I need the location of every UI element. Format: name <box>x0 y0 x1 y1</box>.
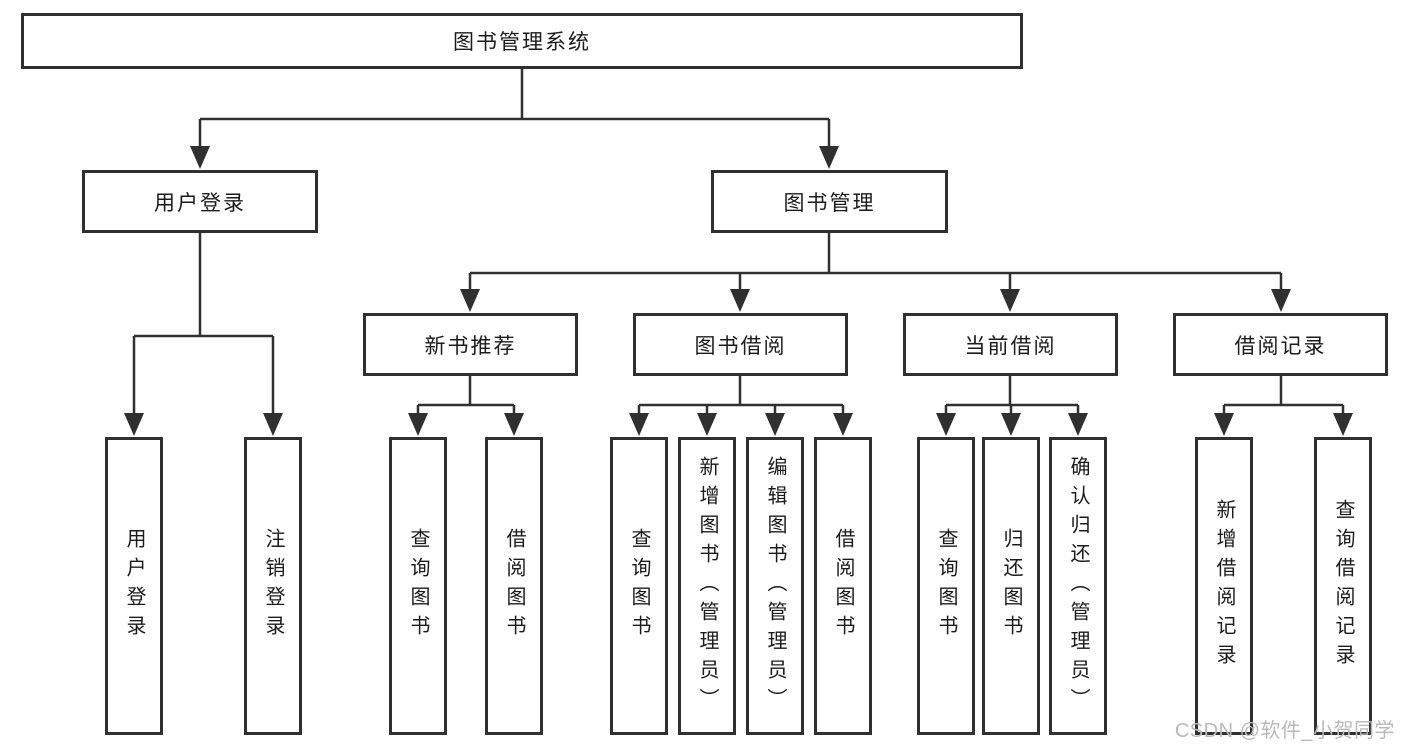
node-leaf-query-borrow-record: 查询借阅记录 <box>1314 437 1372 735</box>
node-label: 新增图书（管理员） <box>696 455 718 717</box>
arrow-icon <box>697 413 717 436</box>
arrow-icon <box>1214 413 1234 436</box>
node-leaf-return-books: 归还图书 <box>982 437 1040 735</box>
arrow-icon <box>1333 413 1353 436</box>
arrow-icon <box>1000 289 1020 312</box>
node-label: 查询图书 <box>628 528 650 644</box>
arrow-icon <box>504 413 524 436</box>
node-label: 编辑图书（管理员） <box>764 455 786 717</box>
connector-borrow-records-to-leaves <box>1222 376 1345 417</box>
arrow-icon <box>460 289 480 312</box>
node-label: 查询借阅记录 <box>1332 499 1354 673</box>
arrow-icon <box>936 413 956 436</box>
node-label: 借阅记录 <box>1234 334 1327 358</box>
node-user-login: 用户登录 <box>82 170 318 233</box>
node-label: 图书借阅 <box>694 334 787 358</box>
connector-new-book-to-leaves <box>416 376 516 417</box>
arrow-icon <box>124 413 144 436</box>
node-label: 图书管理系统 <box>453 31 591 54</box>
node-leaf-borrow-books-recommend: 借阅图书 <box>485 437 543 735</box>
node-leaf-logout: 注销登录 <box>244 437 302 735</box>
arrow-icon <box>190 146 210 169</box>
node-leaf-edit-books-admin: 编辑图书（管理员） <box>746 437 804 735</box>
arrowheads <box>124 146 1353 436</box>
node-label: 查询图书 <box>407 528 429 644</box>
node-label: 用户登录 <box>154 191 246 215</box>
arrow-icon <box>1001 413 1021 436</box>
node-label: 用户登录 <box>123 528 145 644</box>
node-label: 新增借阅记录 <box>1213 499 1235 673</box>
node-leaf-borrow-books: 借阅图书 <box>814 437 872 735</box>
node-leaf-query-books-borrow: 查询图书 <box>610 437 668 735</box>
node-label: 图书管理 <box>783 191 876 215</box>
arrow-icon <box>408 413 428 436</box>
arrow-icon <box>1068 413 1088 436</box>
connector-user-login-to-leaves <box>132 233 275 417</box>
connector-book-management-to-level3 <box>468 233 1283 293</box>
connector-book-borrow-to-leaves <box>637 376 845 417</box>
node-label: 新书推荐 <box>424 334 517 358</box>
node-new-book-recommendation: 新书推荐 <box>363 313 578 376</box>
watermark: CSDN @软件_小贺同学 <box>1174 720 1395 742</box>
node-leaf-query-books-recommend: 查询图书 <box>389 437 447 735</box>
node-book-management: 图书管理 <box>711 170 948 233</box>
connector-root-to-level2 <box>198 67 831 150</box>
connector-current-borrow-to-leaves <box>944 376 1080 417</box>
node-label: 查询图书 <box>935 528 957 644</box>
arrow-icon <box>833 413 853 436</box>
arrow-icon <box>629 413 649 436</box>
node-leaf-confirm-return-admin: 确认归还（管理员） <box>1049 437 1107 735</box>
arrow-icon <box>1271 289 1291 312</box>
arrow-icon <box>730 289 750 312</box>
node-label: 借阅图书 <box>832 528 854 644</box>
node-label: 确认归还（管理员） <box>1067 455 1089 717</box>
node-borrowing-records: 借阅记录 <box>1173 313 1388 376</box>
arrow-icon <box>765 413 785 436</box>
node-label: 归还图书 <box>1000 528 1022 644</box>
node-label: 注销登录 <box>262 528 284 644</box>
node-label: 当前借阅 <box>964 334 1057 358</box>
node-label: 借阅图书 <box>503 528 525 644</box>
node-current-borrowing: 当前借阅 <box>903 313 1118 376</box>
node-book-borrowing: 图书借阅 <box>633 313 848 376</box>
arrow-icon <box>263 413 283 436</box>
node-leaf-add-borrow-record: 新增借阅记录 <box>1195 437 1253 735</box>
node-leaf-add-books-admin: 新增图书（管理员） <box>678 437 736 735</box>
node-leaf-user-login: 用户登录 <box>105 437 163 735</box>
node-leaf-query-books-current: 查询图书 <box>917 437 975 735</box>
arrow-icon <box>819 146 839 169</box>
node-library-management-system: 图书管理系统 <box>21 13 1023 69</box>
